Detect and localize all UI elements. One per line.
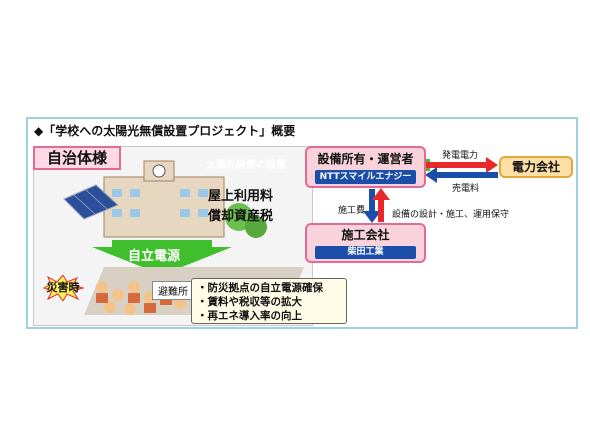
solar-install-label: 太陽光設備の設置	[206, 160, 286, 171]
disaster-label: 災害時	[46, 281, 80, 294]
power-company-title: 電力会社	[511, 160, 560, 174]
sales-fee-label: 売電料	[452, 184, 480, 194]
owner-company: NTTスマイルエナジー	[315, 170, 416, 184]
explosion-icon	[42, 275, 84, 301]
contractor-company: 柴田工業	[315, 246, 416, 259]
owner-title: 設備所有・運営者	[317, 152, 414, 166]
construction-fee-arrow	[363, 189, 381, 223]
municipality-label: 自治体様	[33, 146, 121, 170]
design-ops-label: 設備の設計・施工、運用保守	[392, 210, 510, 220]
rooftop-fee-label: 屋上利用料	[208, 189, 274, 204]
construction-fee-label: 施工費	[338, 206, 366, 216]
power-company-box: 電力会社	[499, 156, 573, 178]
diagram-title: ◆「学校への太陽光無償設置プロジェクト」概要	[34, 124, 296, 138]
independent-power-label: 自立電源	[128, 249, 181, 264]
project-overview-panel: ◆「学校への太陽光無償設置プロジェクト」概要	[26, 117, 578, 329]
design-ops-arrow	[372, 188, 390, 222]
disaster-badge: 災害時	[42, 275, 84, 301]
benefit-item: ・賃料や税収等の拡大	[197, 296, 302, 308]
owner-box: 設備所有・運営者 NTTスマイルエナジー	[305, 146, 426, 188]
power-gen-label: 発電電力	[442, 151, 479, 161]
benefits-callout: ・防災拠点の自立電源確保 ・賃料や税収等の拡大 ・再エネ導入率の向上	[191, 278, 347, 324]
contractor-box: 施工会社 柴田工業	[305, 223, 426, 263]
contractor-title: 施工会社	[341, 228, 390, 242]
benefit-item: ・防災拠点の自立電源確保	[197, 282, 323, 294]
benefit-item: ・再エネ導入率の向上	[197, 310, 302, 322]
depreciation-tax-label: 償却資産税	[208, 209, 274, 224]
shelter-label: 避難所	[152, 281, 194, 300]
